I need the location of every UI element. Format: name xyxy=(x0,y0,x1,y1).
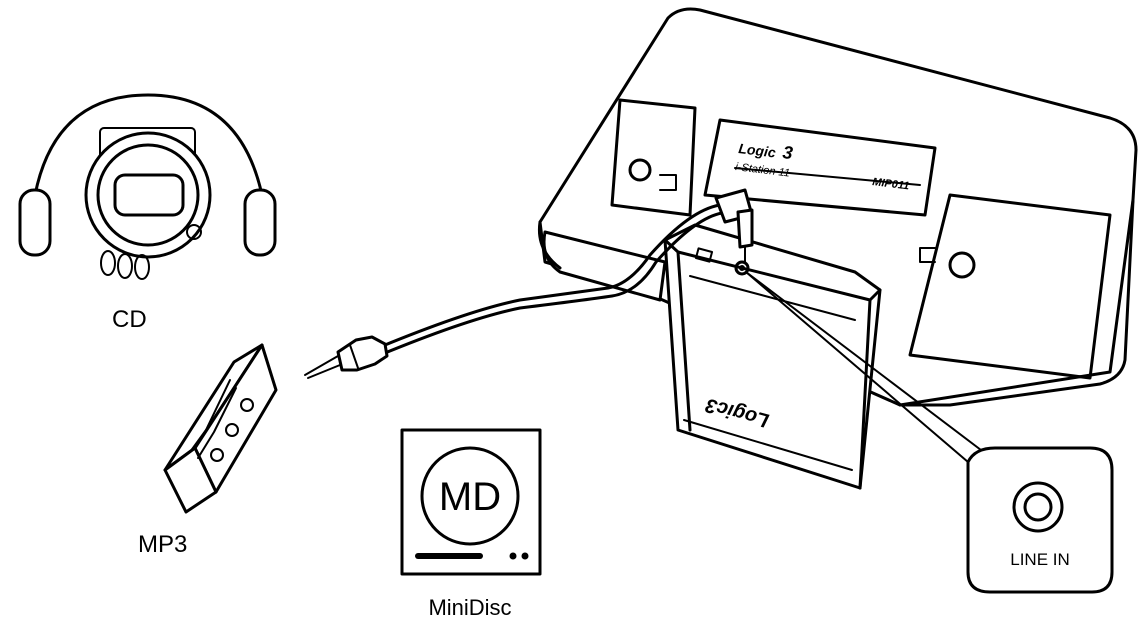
label-plate-brand: Logic xyxy=(738,140,777,160)
audio-cable xyxy=(304,188,754,379)
minidisc-label: MiniDisc xyxy=(428,595,511,620)
line-in-callout xyxy=(745,271,1114,594)
label-plate-brand-number: 3 xyxy=(782,142,794,163)
cd-label: CD xyxy=(112,306,147,333)
mp3-player-icon xyxy=(163,343,278,514)
minidisc-icon xyxy=(400,428,542,576)
mp3-label: MP3 xyxy=(138,531,187,558)
cd-player-icon xyxy=(18,93,277,280)
md-disc-label: MD xyxy=(439,475,501,519)
line-in-label: LINE IN xyxy=(1010,550,1070,569)
label-plate-model-code: MIP011 xyxy=(872,176,910,192)
